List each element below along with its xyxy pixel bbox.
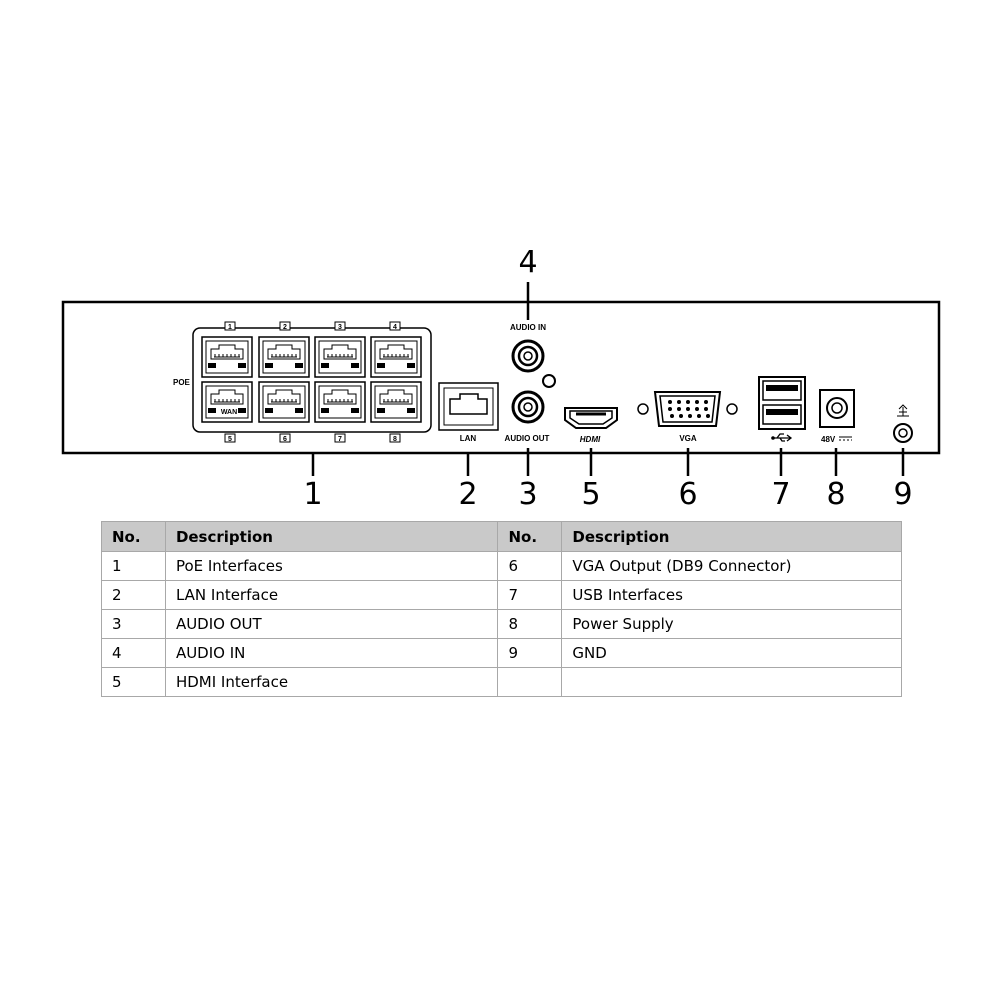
poe-label: POE xyxy=(173,378,191,387)
table-row: 4 AUDIO IN 9 GND xyxy=(101,638,902,668)
table-cell: 1 xyxy=(101,551,166,581)
wan-label: WAN xyxy=(221,409,237,416)
callout-number: 6 xyxy=(678,477,697,512)
table-cell: VGA Output (DB9 Connector) xyxy=(561,551,902,581)
audio-screw xyxy=(542,374,556,388)
poe-port-number: 6 xyxy=(283,436,287,443)
callout-number: 5 xyxy=(581,477,600,512)
callout-number: 7 xyxy=(771,477,790,512)
column-header: No. xyxy=(497,521,563,552)
poe-port-number: 4 xyxy=(393,324,397,331)
audio-in-jack xyxy=(511,339,545,373)
table-cell xyxy=(497,667,563,697)
hdmi-port xyxy=(564,407,618,429)
table-cell: 8 xyxy=(497,609,563,639)
table-cell: 2 xyxy=(101,580,166,610)
callout-number: 4 xyxy=(518,245,537,280)
table-row: 1 PoE Interfaces 6 VGA Output (DB9 Conne… xyxy=(101,551,902,581)
table-cell: AUDIO IN xyxy=(164,638,499,668)
poe-port xyxy=(370,336,422,378)
poe-port-number: 3 xyxy=(338,324,342,331)
poe-port-number: 2 xyxy=(283,324,287,331)
usb-icon xyxy=(771,433,793,442)
poe-port-number: 1 xyxy=(228,324,232,331)
vga-port xyxy=(637,391,738,427)
poe-port-number: 7 xyxy=(338,436,342,443)
callout-number: 9 xyxy=(893,477,912,512)
column-header: No. xyxy=(101,521,166,552)
poe-port xyxy=(258,336,310,378)
callout-leaders xyxy=(311,282,905,476)
table-row: 3 AUDIO OUT 8 Power Supply xyxy=(101,609,902,639)
poe-port xyxy=(258,381,310,423)
poe-port xyxy=(201,381,253,423)
table-row: 5 HDMI Interface xyxy=(101,667,902,697)
column-header: Description xyxy=(164,521,499,552)
callout-number: 3 xyxy=(518,477,537,512)
table-cell: PoE Interfaces xyxy=(164,551,499,581)
lan-port xyxy=(438,382,499,431)
rear-panel-diagram: POE 1 2 3 4 5 6 7 8 xyxy=(61,245,941,512)
table-cell: 3 xyxy=(101,609,166,639)
table-cell: 4 xyxy=(101,638,166,668)
usb-ports xyxy=(758,376,806,430)
vga-label: VGA xyxy=(679,434,697,443)
callout-number: 2 xyxy=(458,477,477,512)
audio-out-label: AUDIO OUT xyxy=(505,434,550,443)
poe-port-number: 8 xyxy=(393,436,397,443)
table-cell: Power Supply xyxy=(561,609,902,639)
table-row: 2 LAN Interface 7 USB Interfaces xyxy=(101,580,902,610)
table-cell: LAN Interface xyxy=(164,580,499,610)
table-cell: USB Interfaces xyxy=(561,580,902,610)
ground-terminal xyxy=(893,423,913,443)
poe-port xyxy=(370,381,422,423)
callout-number: 8 xyxy=(826,477,845,512)
table-cell: 6 xyxy=(497,551,563,581)
audio-in-label: AUDIO IN xyxy=(510,323,546,332)
callout-number: 1 xyxy=(303,477,322,512)
poe-port xyxy=(314,336,366,378)
audio-out-jack xyxy=(511,390,545,424)
hdmi-label: HDMI xyxy=(580,435,601,444)
column-header: Description xyxy=(561,521,902,552)
lan-label: LAN xyxy=(460,434,477,443)
poe-port xyxy=(314,381,366,423)
table-cell: 7 xyxy=(497,580,563,610)
table-cell: 9 xyxy=(497,638,563,668)
poe-port xyxy=(201,336,253,378)
power-label: 48V xyxy=(821,435,836,444)
poe-port-numbers: 1 2 3 4 5 6 7 8 xyxy=(224,321,401,443)
table-cell: HDMI Interface xyxy=(164,667,499,697)
table-cell: 5 xyxy=(101,667,166,697)
power-jack xyxy=(819,389,855,428)
poe-port-number: 5 xyxy=(228,436,232,443)
poe-group-frame xyxy=(192,327,432,433)
table-cell: GND xyxy=(561,638,902,668)
table-header-row: No. Description No. Description xyxy=(101,521,902,552)
ground-icon xyxy=(897,404,909,417)
dc-symbol-icon xyxy=(839,436,852,441)
legend-table: No. Description No. Description 1 PoE In… xyxy=(101,521,902,697)
table-cell xyxy=(561,667,902,697)
table-cell: AUDIO OUT xyxy=(164,609,499,639)
